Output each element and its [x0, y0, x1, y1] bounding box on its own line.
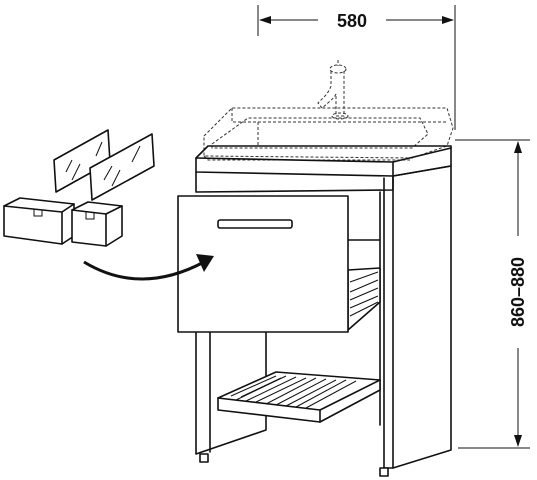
storage-box-2 [71, 201, 123, 247]
height-dimension: 860–880 [455, 139, 530, 449]
height-arrowhead-bottom [514, 435, 522, 447]
cabinet [195, 145, 452, 477]
width-dimension: 580 [257, 5, 456, 130]
washbasin [203, 107, 454, 161]
foot-left [199, 453, 209, 463]
insert-arrow-icon [83, 254, 214, 281]
faucet-icon [317, 60, 349, 120]
storage-box-1 [3, 197, 75, 245]
height-arrowhead-top [514, 141, 522, 153]
foot-right [379, 467, 389, 477]
drawer-handle [217, 219, 293, 229]
width-label: 580 [337, 11, 367, 31]
width-arrowhead-right [442, 16, 454, 24]
drawer-inserts [3, 129, 155, 247]
width-arrowhead-left [259, 16, 271, 24]
slatted-shelf [217, 371, 381, 423]
height-label: 860–880 [508, 257, 528, 327]
